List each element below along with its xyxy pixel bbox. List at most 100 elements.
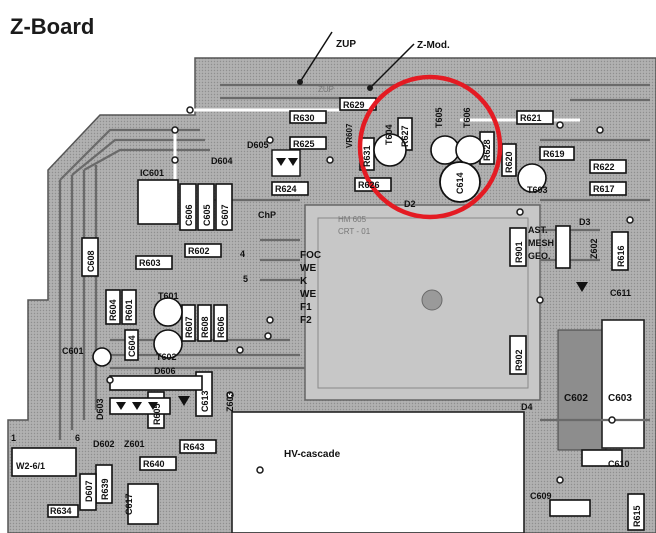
- label-c606: C606: [184, 204, 194, 226]
- label-r902: R902: [514, 349, 524, 371]
- pin-foc: FOC: [300, 250, 321, 261]
- connector-pin-labels: FOC WE K WE F1 F2: [300, 250, 321, 326]
- label-r606: R606: [216, 316, 226, 338]
- callout-zup: ZUP: [336, 39, 356, 50]
- label-z601: Z601: [124, 439, 145, 449]
- ghost-crt01: CRT - 01: [338, 227, 371, 236]
- label-r627: R627: [400, 125, 410, 147]
- label-r608: R608: [200, 316, 210, 338]
- label-c604: C604: [127, 335, 137, 357]
- label-r901: R901: [514, 241, 524, 263]
- label-c608: C608: [86, 250, 96, 272]
- board-title: Z-Board: [10, 14, 94, 39]
- pads: [106, 79, 634, 484]
- label-ic-pin-5: 5: [243, 274, 248, 284]
- hv-cascade-box: [231, 411, 525, 533]
- pin-f2: F2: [300, 315, 312, 326]
- label-t603: T603: [527, 185, 548, 195]
- header-pin-1: 1: [11, 433, 16, 443]
- label-r626: R626: [358, 180, 380, 190]
- label-d3: D3: [579, 217, 591, 227]
- label-c614: C614: [455, 172, 465, 194]
- label-vr607: VR607: [345, 123, 354, 148]
- label-d2: D2: [404, 199, 416, 209]
- label-d606: D606: [154, 366, 176, 376]
- label-c601: C601: [62, 346, 84, 356]
- label-z602: Z602: [589, 238, 599, 259]
- c602-body: [557, 329, 607, 451]
- label-c609: C609: [530, 491, 552, 501]
- label-d4: D4: [521, 402, 533, 412]
- label-r617: R617: [593, 184, 615, 194]
- hv-cascade-label: HV-cascade: [284, 449, 341, 460]
- resistor-labels: R629 R630 R625 R624 R627 R631 R628 R621 …: [50, 100, 642, 527]
- label-c605: C605: [202, 204, 212, 226]
- label-r605: R605: [152, 403, 162, 425]
- capacitor-labels: C614 C606 C605 C607 C608 C601 C604 C613 …: [62, 172, 632, 515]
- label-r601: R601: [124, 299, 134, 321]
- transistor-labels: T604 T605 T606 T603 T601 T602: [156, 107, 548, 362]
- label-r640: R640: [143, 459, 165, 469]
- label-c610: C610: [608, 459, 630, 469]
- round-parts: [92, 133, 547, 367]
- label-r620: R620: [504, 151, 514, 173]
- label-r630: R630: [293, 113, 315, 123]
- label-r607: R607: [184, 316, 194, 338]
- label-t602: T602: [156, 352, 177, 362]
- highlight-circle: [357, 74, 503, 220]
- pin-we-2: WE: [300, 289, 316, 300]
- label-d607: D607: [84, 480, 94, 502]
- label-r629: R629: [343, 100, 365, 110]
- label-d602: D602: [93, 439, 115, 449]
- pin-we-1: WE: [300, 263, 316, 274]
- diode-symbols: [116, 149, 588, 410]
- zener-labels: Z602 Z603 Z601: [124, 238, 599, 449]
- label-c617: C617: [124, 493, 134, 515]
- header-pin-6: 6: [75, 433, 80, 443]
- label-r625: R625: [293, 139, 315, 149]
- label-r616: R616: [616, 245, 626, 267]
- label-r603: R603: [139, 258, 161, 268]
- label-r643: R643: [183, 442, 205, 452]
- label-r615: R615: [632, 505, 642, 527]
- traces: [58, 83, 650, 440]
- header-labels: W2-6/1 1 6: [11, 433, 80, 471]
- pin-k: K: [300, 276, 308, 287]
- crt-socket-area: HM 605 CRT - 01: [304, 204, 541, 401]
- label-d603: D603: [95, 398, 105, 420]
- label-r628: R628: [482, 139, 492, 161]
- label-c613: C613: [200, 390, 210, 412]
- label-t605: T605: [434, 107, 444, 128]
- switch-geo: GEO.: [528, 251, 551, 261]
- pin-f1: F1: [300, 302, 312, 313]
- header-w2-6-1: W2-6/1: [16, 461, 45, 471]
- label-c611: C611: [610, 288, 631, 298]
- c603-body: [601, 319, 645, 449]
- label-r621: R621: [520, 113, 542, 123]
- switch-mesh: MESH: [528, 238, 554, 248]
- label-c603: C603: [608, 393, 632, 404]
- label-r639: R639: [100, 478, 110, 500]
- label-chp: ChP: [258, 210, 276, 220]
- label-d604: D604: [211, 156, 233, 166]
- ghost-zup: ZUP: [318, 85, 334, 94]
- label-r631: R631: [362, 145, 372, 167]
- label-r604: R604: [108, 299, 118, 321]
- label-c602: C602: [564, 393, 588, 404]
- callout-zup-line: [299, 31, 333, 83]
- switch-ast: AST.: [528, 225, 548, 235]
- ghost-hm605: HM 605: [338, 215, 367, 224]
- label-c607: C607: [220, 204, 230, 226]
- label-r619: R619: [543, 149, 565, 159]
- ic-labels: IC601 ChP 4 5: [140, 168, 276, 284]
- switch-labels: AST. MESH GEO.: [528, 225, 554, 261]
- label-t601: T601: [158, 291, 179, 301]
- diode-labels: D605 D604 D2 D3 D4 D606 D603 D602 D607: [84, 140, 591, 502]
- label-t606: T606: [462, 107, 472, 128]
- label-z603: Z603: [225, 391, 235, 412]
- callout-zmod-line: [369, 43, 415, 89]
- label-t604: T604: [384, 124, 394, 145]
- component-bodies: [11, 97, 645, 531]
- label-r634: R634: [50, 506, 72, 516]
